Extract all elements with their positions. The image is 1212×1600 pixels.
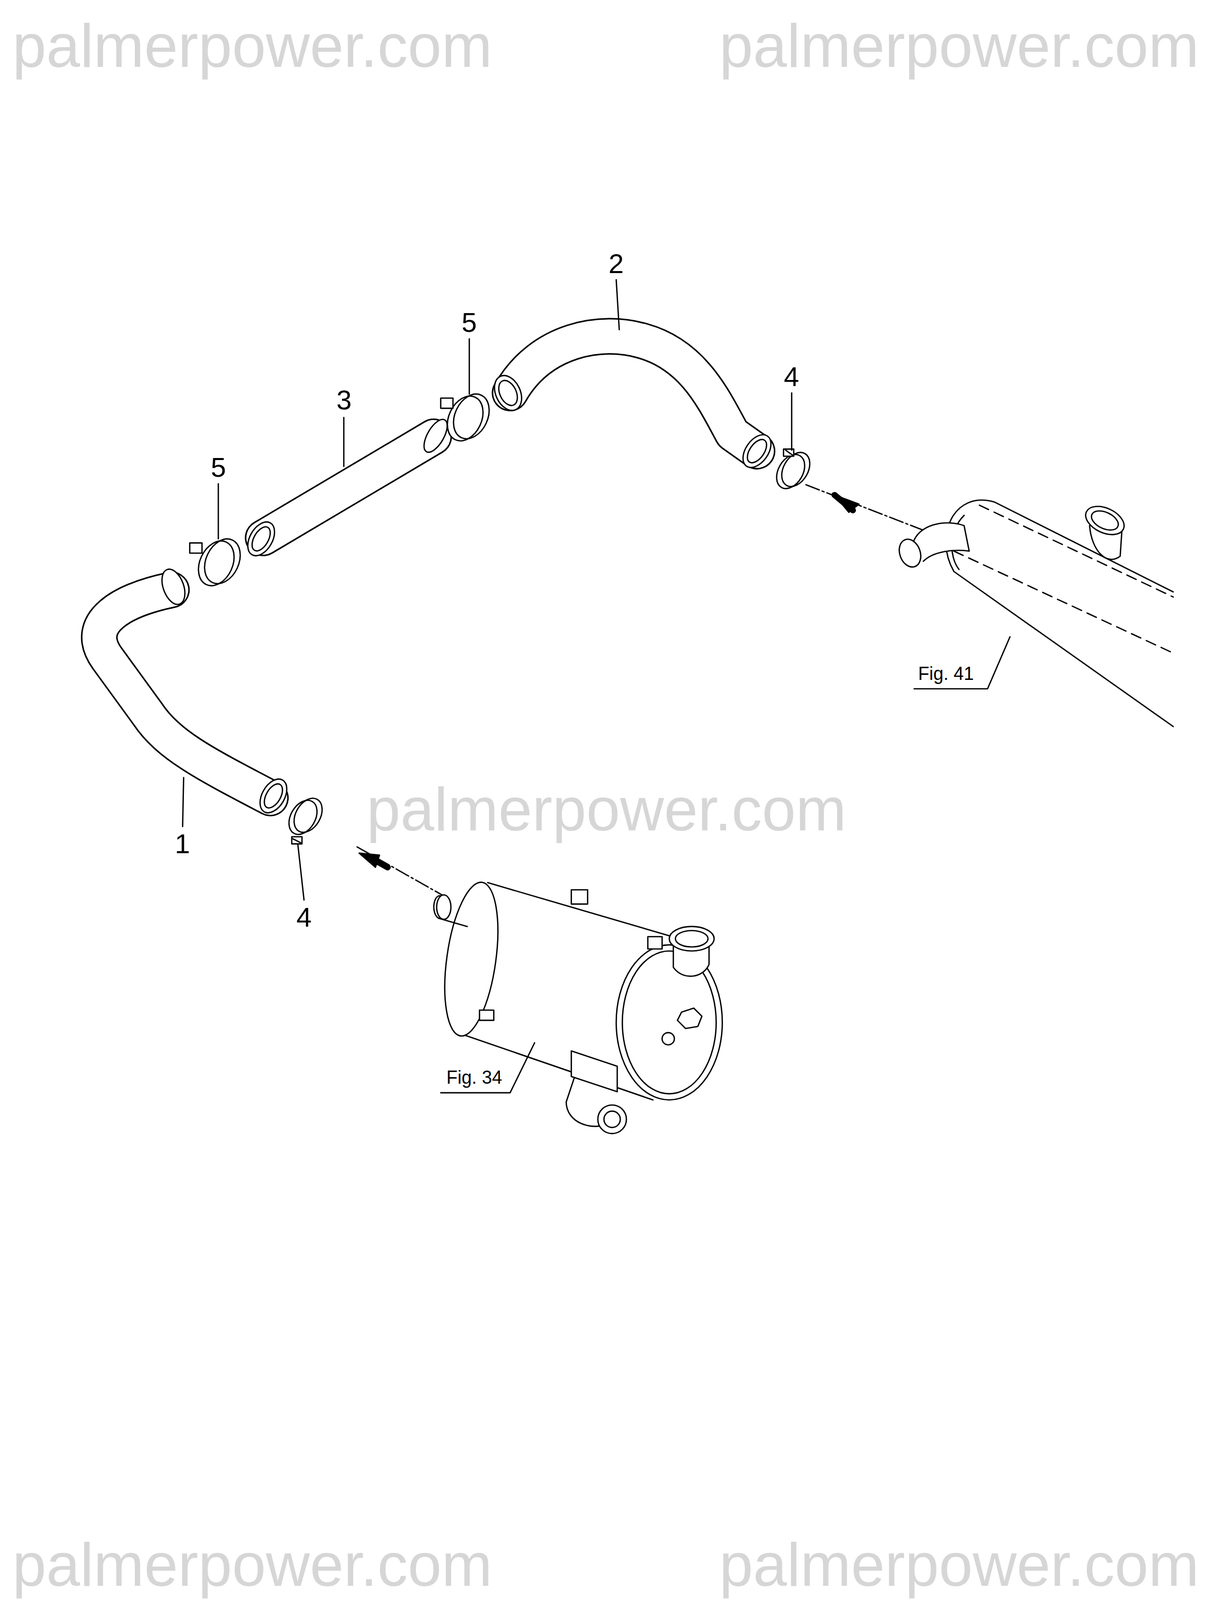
figure-reference: Fig. 41 <box>918 664 974 684</box>
muffler <box>433 879 723 1134</box>
watermark: palmerpower.com <box>12 15 492 77</box>
clamp-4 <box>770 447 816 494</box>
watermark: palmerpower.com <box>366 778 847 840</box>
hose-1 <box>99 565 293 818</box>
flow-arrow <box>357 847 444 897</box>
callout-number: 4 <box>296 903 312 931</box>
callout-number: 2 <box>608 249 624 278</box>
callout-number: 3 <box>336 386 352 414</box>
callout-number: 1 <box>174 829 191 858</box>
muffler <box>895 500 1173 727</box>
clamp-5 <box>440 388 497 447</box>
figure-reference: Fig. 34 <box>446 1068 503 1087</box>
clamp-4 <box>283 793 328 845</box>
leader-line <box>182 279 1010 1093</box>
watermark: palmerpower.com <box>718 1534 1199 1596</box>
callout-number: 4 <box>783 362 800 391</box>
callout-number: 5 <box>461 308 477 336</box>
pipe-3 <box>242 415 452 561</box>
hose-2 <box>488 336 777 473</box>
clamp-5 <box>190 533 248 592</box>
watermark: palmerpower.com <box>12 1534 492 1596</box>
watermark: palmerpower.com <box>718 15 1199 77</box>
callout-number: 5 <box>210 453 226 481</box>
